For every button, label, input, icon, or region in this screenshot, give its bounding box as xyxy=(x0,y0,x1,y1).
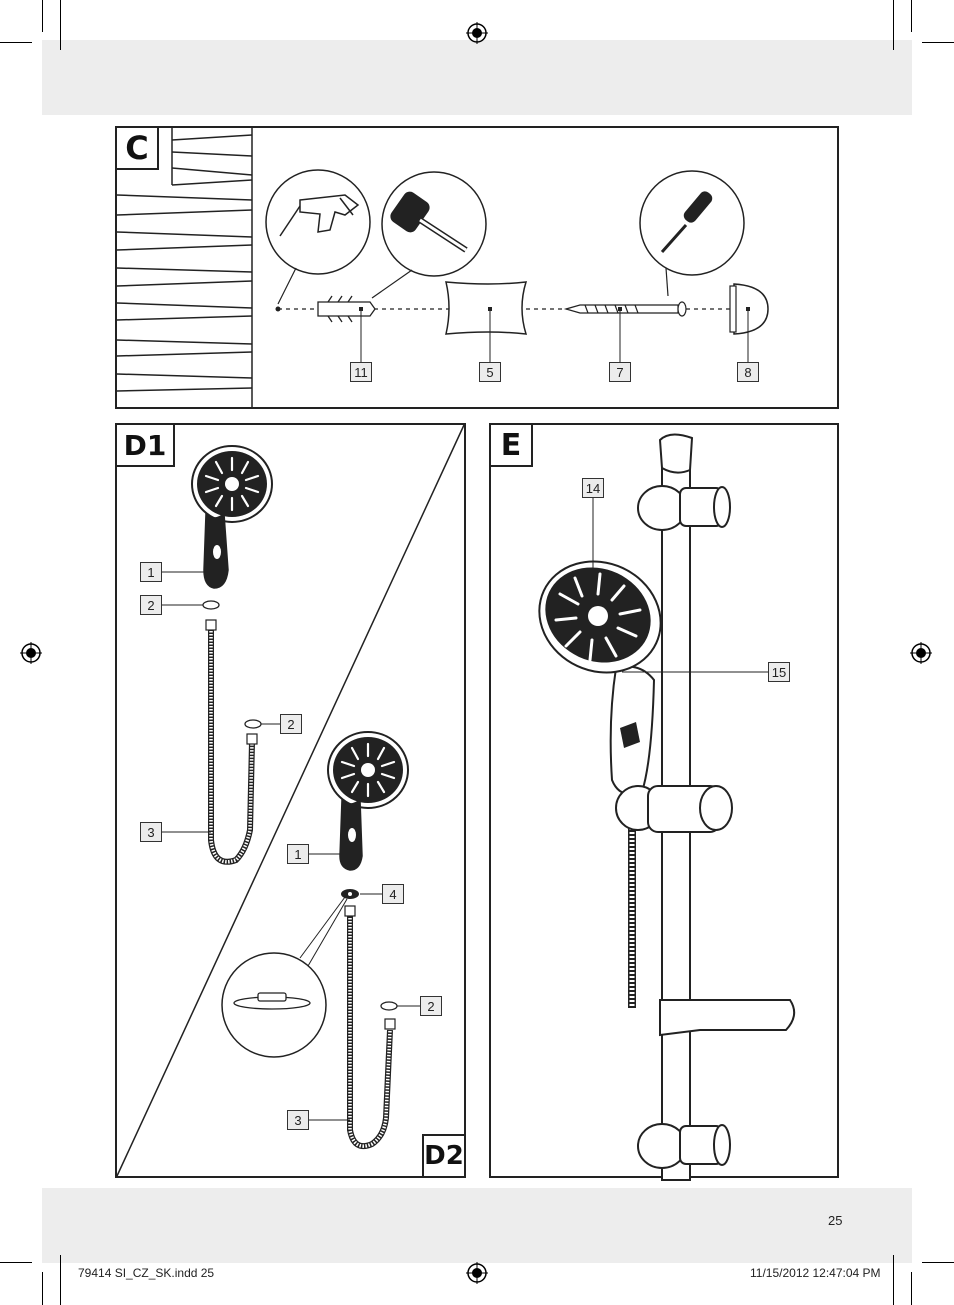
panel-d1-d2 xyxy=(115,423,466,1178)
callout-3: 3 xyxy=(140,822,162,842)
crop-mark xyxy=(60,1255,61,1305)
callout-3: 3 xyxy=(287,1110,309,1130)
crop-mark xyxy=(911,0,912,32)
registration-mark-icon xyxy=(20,642,42,664)
section-label-e: E xyxy=(489,423,533,467)
header-band xyxy=(42,40,912,115)
callout-15: 15 xyxy=(768,662,790,682)
callout-1: 1 xyxy=(140,562,162,582)
crop-mark xyxy=(922,42,954,43)
crop-mark xyxy=(893,1255,894,1305)
timestamp: 11/15/2012 12:47:04 PM xyxy=(750,1266,881,1280)
callout-11: 11 xyxy=(350,362,372,382)
crop-mark xyxy=(42,1272,43,1305)
page-number: 25 xyxy=(828,1213,843,1228)
panel-c xyxy=(115,126,839,409)
callout-2: 2 xyxy=(140,595,162,615)
callout-1: 1 xyxy=(287,844,309,864)
crop-mark xyxy=(0,1262,32,1263)
registration-mark-icon xyxy=(466,1262,488,1284)
callout-2: 2 xyxy=(280,714,302,734)
crop-mark xyxy=(60,0,61,50)
file-info: 79414 SI_CZ_SK.indd 25 xyxy=(78,1266,215,1280)
callout-7: 7 xyxy=(609,362,631,382)
callout-8: 8 xyxy=(737,362,759,382)
section-label-c: C xyxy=(115,126,159,170)
crop-mark xyxy=(42,0,43,32)
crop-mark xyxy=(0,42,32,43)
crop-mark xyxy=(922,1262,954,1263)
section-label-d2: D2 xyxy=(422,1134,466,1178)
callout-5: 5 xyxy=(479,362,501,382)
footer-band xyxy=(42,1188,912,1263)
crop-mark xyxy=(893,0,894,50)
callout-4: 4 xyxy=(382,884,404,904)
panel-e xyxy=(489,423,839,1178)
section-label-d1: D1 xyxy=(115,423,175,467)
crop-mark xyxy=(911,1272,912,1305)
registration-mark-icon xyxy=(910,642,932,664)
callout-2: 2 xyxy=(420,996,442,1016)
registration-mark-icon xyxy=(466,22,488,44)
callout-14: 14 xyxy=(582,478,604,498)
